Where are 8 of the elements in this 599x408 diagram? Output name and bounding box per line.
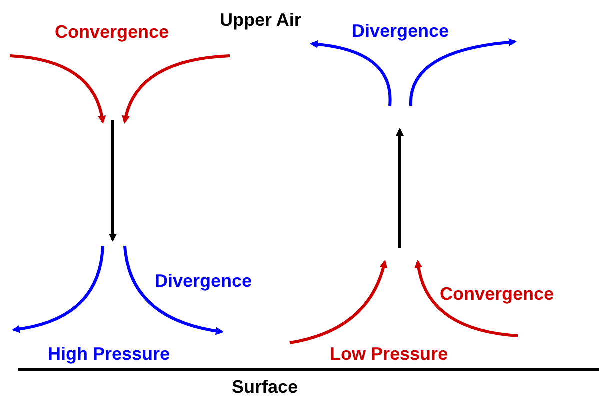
air-label: Divergence — [352, 22, 450, 42]
level-label: Surface — [232, 378, 298, 398]
pressure-label: Low Pressure — [330, 345, 448, 365]
level-label: Upper Air — [220, 11, 302, 31]
air-label: Divergence — [155, 272, 252, 292]
air-label: Convergence — [440, 285, 554, 305]
air-label: Convergence — [55, 23, 170, 43]
pressure-label: High Pressure — [48, 345, 170, 365]
